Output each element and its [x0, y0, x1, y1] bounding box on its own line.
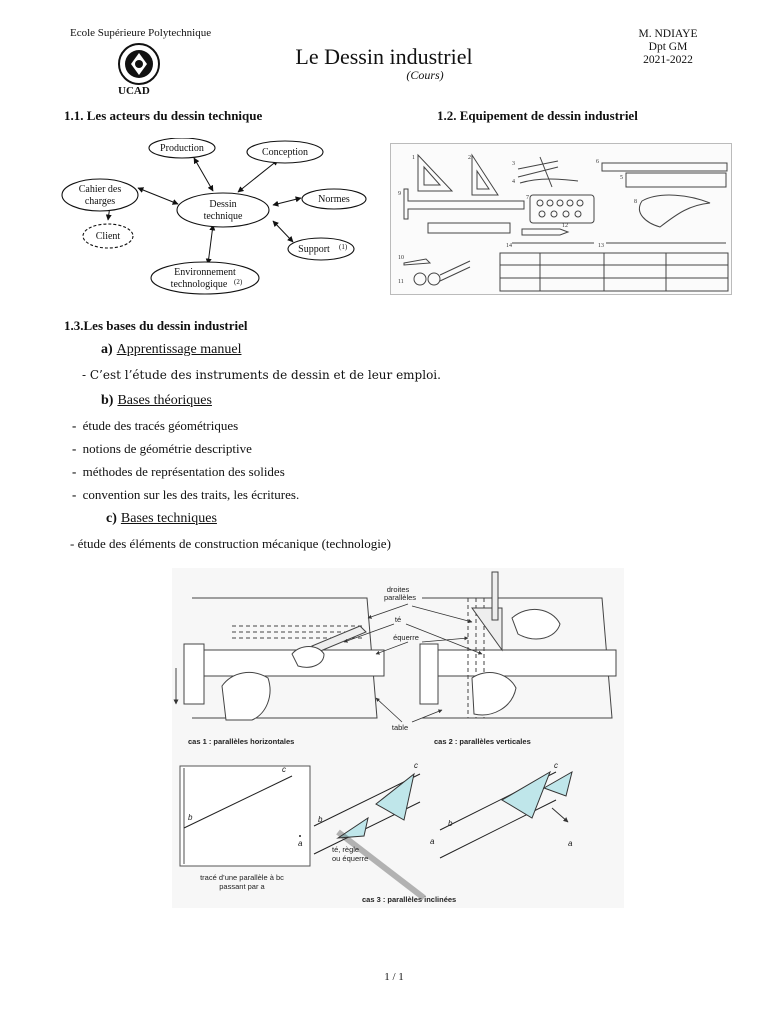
- label-center-2: technique: [204, 211, 243, 222]
- node-support: [287, 237, 355, 261]
- label-normes: Normes: [318, 194, 350, 205]
- node-production: [148, 138, 216, 159]
- sub-b-letter: b): [101, 393, 114, 408]
- sub-a-text: - C’est l’étude des instruments de dessi…: [82, 368, 441, 382]
- label-environnement-2: technologique: [171, 279, 228, 290]
- sub-b: b)Bases théoriques: [101, 393, 212, 409]
- label-environnement-1: Environnement: [174, 267, 236, 278]
- equip-number-2: 2: [468, 155, 471, 161]
- case3-sketch: [179, 765, 573, 901]
- label-c-1: c: [282, 765, 286, 774]
- list-item: - étude des tracés géométriques: [72, 418, 239, 433]
- equip-number-1: 1: [412, 155, 415, 161]
- label-te-regle-1: té, règle: [332, 845, 359, 854]
- label-a-3: a: [568, 839, 573, 848]
- label-a-1: a: [298, 839, 303, 848]
- equip-number-3: 3: [512, 161, 515, 167]
- label-a-2: a: [430, 837, 435, 846]
- equip-number-8: 8: [634, 199, 637, 205]
- equip-number-4: 4: [512, 179, 515, 185]
- label-trace-1: tracé d’une parallèle à bc: [200, 873, 284, 882]
- node-center: [176, 192, 270, 228]
- diagram-arrows: [137, 157, 302, 265]
- label-b-2: b: [318, 815, 323, 824]
- equip-number-13: 13: [598, 243, 604, 249]
- label-c-3: c: [554, 761, 558, 770]
- author-name: M. NDIAYE: [638, 28, 698, 40]
- actors-diagram: Production Conception Cahier des charges…: [61, 138, 367, 295]
- sub-c: c)Bases techniques: [106, 511, 217, 527]
- label-te: té: [395, 615, 401, 624]
- label-cahier-2: charges: [85, 196, 115, 207]
- support-note: (1): [339, 243, 348, 251]
- label-production: Production: [160, 143, 204, 154]
- equip-number-14: 14: [506, 243, 512, 249]
- label-cahier-1: Cahier des: [79, 184, 122, 195]
- sub-b-label: Bases théoriques: [117, 393, 212, 408]
- label-trace-2: passant par a: [219, 882, 265, 891]
- label-center-1: Dessin: [209, 199, 236, 210]
- logo-text: UCAD: [118, 85, 150, 97]
- school-name: Ecole Supérieure Polytechnique: [70, 27, 212, 39]
- label-c-2: c: [414, 761, 418, 770]
- sub-c-text: - étude des éléments de construction méc…: [70, 536, 391, 551]
- node-client: [82, 223, 134, 249]
- equipment-picture: 1 2 3 4 5 6 7 8 9 10 11 12 13 14: [390, 143, 732, 295]
- label-droites: droites: [387, 585, 410, 594]
- equip-number-6: 6: [596, 159, 599, 165]
- sub-c-letter: c): [106, 511, 117, 526]
- equip-number-7: 7: [526, 195, 529, 201]
- academic-year: 2021-2022: [643, 54, 693, 66]
- label-equerre: équerre: [393, 633, 419, 642]
- page-number: 1 / 1: [384, 971, 404, 983]
- list-item: - méthodes de représentation des solides: [72, 464, 285, 479]
- sub-c-label: Bases techniques: [120, 511, 217, 526]
- label-te-regle-2: ou équerre: [332, 854, 368, 863]
- equip-number-12: 12: [562, 223, 568, 229]
- case1-sketch: [173, 597, 385, 721]
- document-title: Le Dessin industriel: [295, 44, 473, 69]
- label-paralleles: parallèles: [384, 593, 416, 602]
- sub-a-label: Apprentissage manuel: [116, 342, 242, 357]
- label-cas2: cas 2 : parallèles verticales: [434, 737, 531, 746]
- department: Dpt GM: [648, 41, 688, 53]
- label-client: Client: [96, 231, 121, 242]
- list-item: - convention sur les des traits, les écr…: [72, 487, 300, 502]
- label-table: table: [392, 723, 408, 732]
- label-cas3: cas 3 : parallèles inclinées: [362, 895, 456, 904]
- label-b-3: b: [448, 819, 453, 828]
- university-logo: [118, 43, 160, 85]
- equip-number-11: 11: [398, 279, 404, 285]
- author-block: M. NDIAYE Dpt GM 2021-2022: [628, 28, 708, 67]
- parallels-figure: droites parallèles té équerre table cas …: [172, 568, 624, 908]
- heading-1-1: 1.1. Les acteurs du dessin technique: [64, 108, 263, 123]
- list-item: - notions de géométrie descriptive: [72, 441, 252, 456]
- label-cas1: cas 1 : parallèles horizontales: [188, 737, 294, 746]
- heading-1-3: 1.3.Les bases du dessin industriel: [64, 318, 248, 333]
- sub-a-letter: a): [101, 342, 113, 357]
- equip-number-5: 5: [620, 175, 623, 181]
- label-support: Support: [298, 244, 330, 255]
- heading-1-2: 1.2. Equipement de dessin industriel: [437, 108, 638, 123]
- node-cahier: [61, 178, 139, 212]
- equip-number-9: 9: [398, 191, 401, 197]
- case2-sketch: [419, 571, 617, 719]
- environnement-note: (2): [234, 278, 243, 286]
- sub-a: a)Apprentissage manuel: [101, 342, 241, 358]
- node-environnement: [150, 261, 260, 295]
- document-subtitle: (Cours): [406, 68, 444, 82]
- label-b-1: b: [188, 813, 193, 822]
- node-normes: [301, 188, 367, 210]
- equip-number-10: 10: [398, 255, 404, 261]
- node-conception: [246, 140, 324, 164]
- label-conception: Conception: [262, 147, 308, 158]
